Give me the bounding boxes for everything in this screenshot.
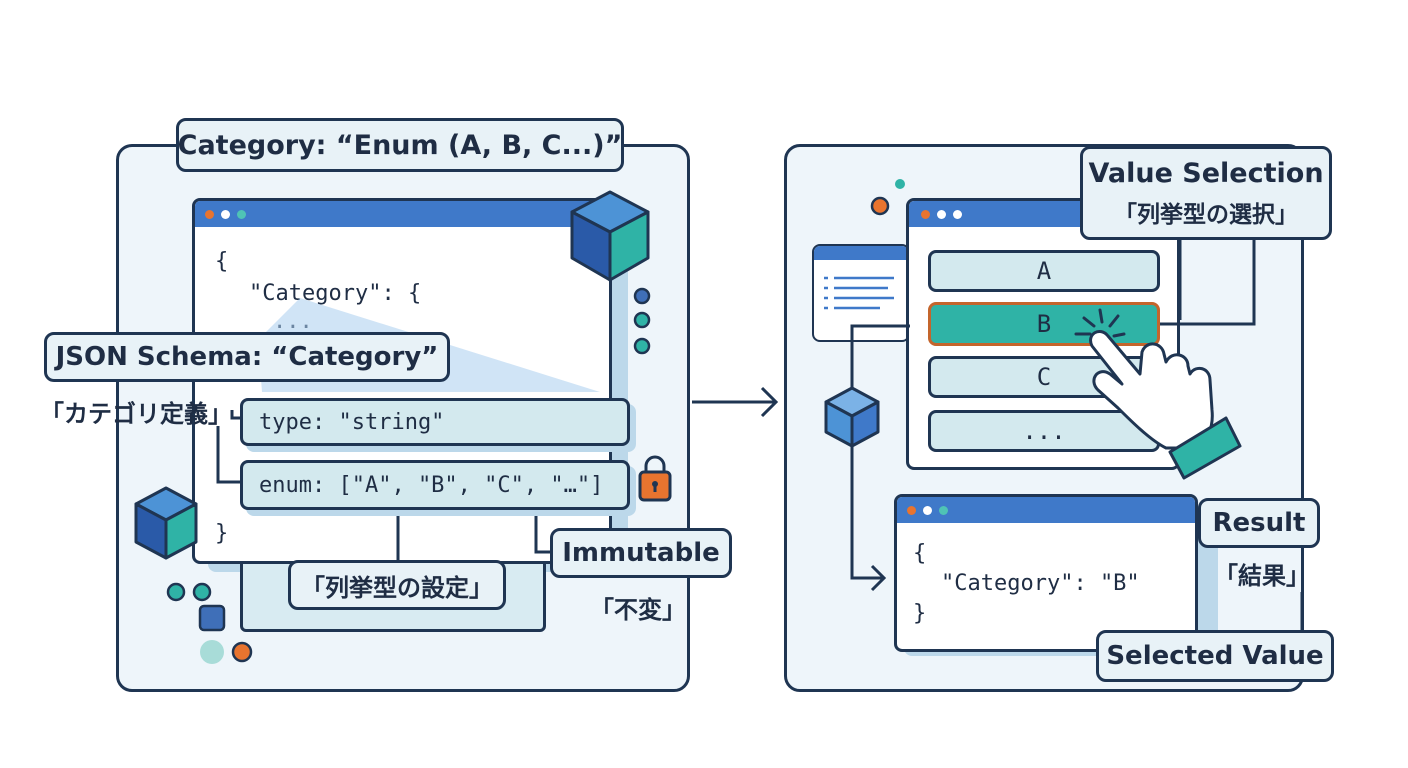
result-window: { "Category": "B" } — [894, 494, 1198, 652]
cube-icon — [824, 386, 880, 448]
pointing-hand-icon — [1089, 330, 1242, 480]
result-label: Result — [1198, 498, 1320, 548]
window-titlebar — [195, 201, 609, 227]
dot-light-teal — [200, 640, 224, 664]
left-title-label: Category: “Enum (A, B, C...)” — [176, 118, 624, 172]
dot-teal-4 — [192, 582, 212, 602]
value-selection-label: Value Selection 「列挙型の選択」 — [1080, 146, 1332, 240]
connector-schema-to-enum — [216, 426, 242, 484]
window-titlebar — [897, 497, 1195, 523]
result-close-brace: } — [913, 601, 927, 626]
dot-blue-1 — [633, 287, 651, 305]
flow-arrow-head — [760, 386, 779, 418]
result-open-brace: { — [913, 541, 927, 566]
code-close-brace: } — [215, 521, 229, 546]
immutable-label-jp: 「不変」 — [590, 596, 686, 624]
json-schema-label: JSON Schema: “Category” — [44, 332, 450, 382]
square-blue — [198, 604, 226, 632]
cube-icon — [570, 190, 650, 282]
window-dot-white — [923, 506, 932, 515]
json-schema-label-jp: 「カテゴリ定義」 — [40, 400, 232, 428]
dot-teal-5 — [895, 179, 905, 189]
window-dot-white — [221, 210, 230, 219]
window-dot-orange — [907, 506, 916, 515]
document-lines — [824, 276, 894, 310]
enum-setting-label: 「列挙型の設定」 — [288, 560, 506, 610]
result-category-line: "Category": "B" — [941, 571, 1140, 596]
option-b[interactable]: B — [928, 302, 1160, 346]
code-open-brace: { — [215, 249, 229, 274]
value-selection-title: Value Selection — [1088, 157, 1324, 189]
enum-line-box: enum: ["A", "B", "C", "…"] — [240, 460, 630, 510]
dot-orange-2 — [870, 196, 890, 216]
connector-schema-to-type — [230, 410, 242, 420]
document-titlebar — [814, 246, 908, 260]
option-more[interactable]: ... — [928, 410, 1160, 452]
connector-option-b-to-label — [1160, 240, 1256, 326]
code-category-line: "Category": { — [249, 281, 422, 306]
type-line-box: type: "string" — [240, 398, 630, 446]
result-label-jp: 「結果」 — [1214, 562, 1310, 590]
dot-orange-1 — [231, 641, 253, 663]
window-dot-white — [937, 210, 946, 219]
cube-icon — [134, 486, 198, 560]
window-dot-teal — [939, 506, 948, 515]
window-dot-teal — [237, 210, 246, 219]
tap-burst-icon — [1074, 308, 1126, 338]
padlock-icon — [638, 455, 672, 502]
dot-teal-1 — [633, 311, 651, 329]
selected-value-label: Selected Value — [1096, 630, 1334, 682]
dot-teal-3 — [166, 582, 186, 602]
dot-teal-2 — [633, 337, 651, 355]
connector-arrow-head — [870, 564, 887, 592]
immutable-label: Immutable — [550, 528, 732, 578]
window-dot-orange — [205, 210, 214, 219]
connector-doc-to-option-b — [850, 324, 910, 580]
connector-enum-to-immutable — [534, 510, 552, 554]
value-selection-title-jp: 「列挙型の選択」 — [1114, 201, 1298, 228]
option-a[interactable]: A — [928, 250, 1160, 292]
window-dot-white — [953, 210, 962, 219]
window-dot-orange — [921, 210, 930, 219]
